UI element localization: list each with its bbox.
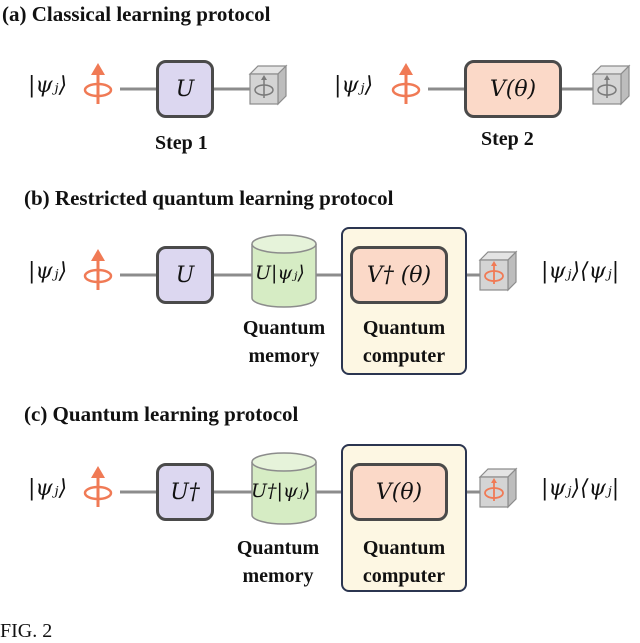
gate-u: U <box>156 246 214 304</box>
step-1-label: Step 1 <box>155 132 208 154</box>
detector-cube-icon <box>592 65 630 105</box>
step-2-label: Step 2 <box>481 128 534 150</box>
qubit-icon <box>83 247 113 292</box>
gate-u-dagger: U† <box>156 463 214 521</box>
quantum-computer-label: Quantum computer <box>362 537 446 587</box>
qubit-icon <box>83 464 113 509</box>
panel-b-heading: (b) Restricted quantum learning protocol <box>24 186 394 210</box>
diagram-graphics <box>83 61 630 525</box>
quantum-memory-label: Quantum memory <box>242 317 326 367</box>
memory-state: U|ψⱼ⟩ <box>255 262 305 284</box>
panel-c-heading: (c) Quantum learning protocol <box>24 402 299 426</box>
memory-state: U†|ψⱼ⟩ <box>251 480 311 502</box>
gate-u: U <box>156 60 214 118</box>
memory-cylinder-icon <box>251 452 317 525</box>
detector-cube-icon <box>479 468 517 508</box>
gate-v-theta: V(θ) <box>350 463 448 521</box>
input-state: |ψⱼ⟩ <box>334 73 374 98</box>
detector-cube-icon <box>479 251 517 291</box>
input-state: |ψⱼ⟩ <box>28 476 68 501</box>
gate-v-theta: V(θ) <box>464 60 562 118</box>
gate-v-dagger-theta: V† (θ) <box>350 246 448 304</box>
qubit-icon <box>391 61 421 106</box>
memory-cylinder-icon <box>251 234 317 308</box>
caption-fragment: FIG. 2 <box>0 620 53 642</box>
quantum-computer-label: Quantum computer <box>362 317 446 367</box>
qubit-icon <box>83 61 113 106</box>
panel-a-heading: (a) Classical learning protocol <box>2 2 271 26</box>
output-state: |ψⱼ⟩⟨ψⱼ| <box>541 476 620 501</box>
output-state: |ψⱼ⟩⟨ψⱼ| <box>541 259 620 284</box>
quantum-memory-label: Quantum memory <box>236 537 320 587</box>
input-state: |ψⱼ⟩ <box>28 73 68 98</box>
detector-cube-icon <box>249 65 287 105</box>
input-state: |ψⱼ⟩ <box>28 259 68 284</box>
